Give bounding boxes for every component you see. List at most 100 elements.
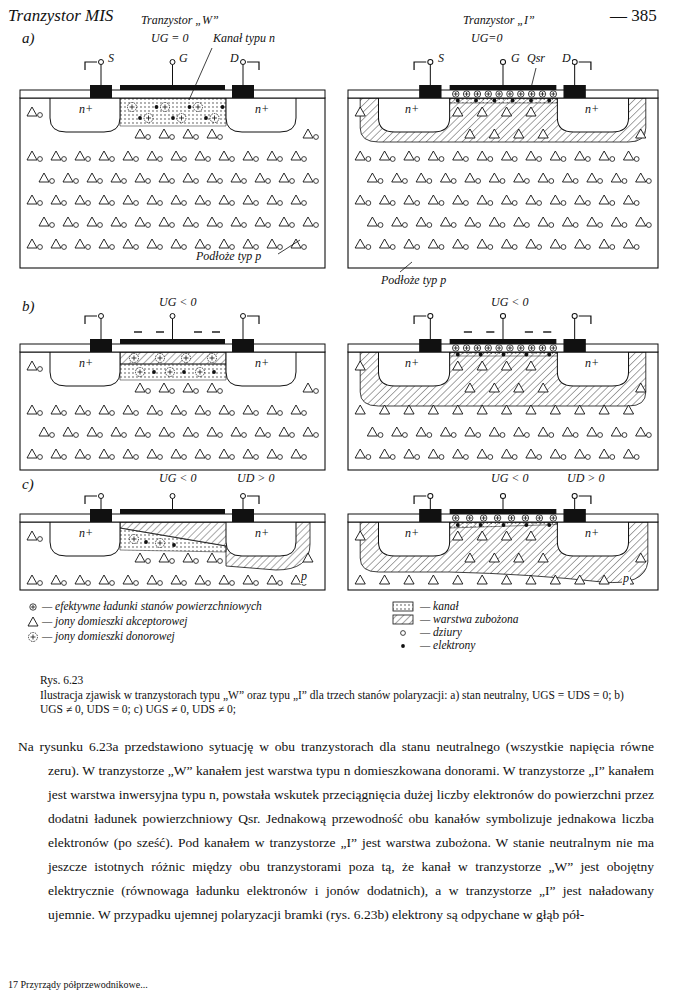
acceptor-ion [207,129,217,138]
acceptor-ion [183,553,193,562]
drain-contact [563,509,585,522]
terminal-wire [502,65,503,86]
acceptor-ion [623,195,633,204]
acceptor-ion [501,151,511,160]
acceptor-ion [428,151,438,160]
hole [366,201,371,206]
n-plus-region [378,98,449,132]
hole [415,455,420,460]
depletion-layer [360,522,648,583]
terminal-hook [414,496,426,504]
acceptor-ion [207,427,217,436]
surface-charge [30,604,36,610]
hole [134,157,139,162]
hole [302,411,307,416]
hole [38,201,43,206]
terminal-hook [247,316,259,324]
acceptor-ion [195,575,205,584]
hole [314,135,319,140]
depletion-layer [360,98,646,142]
acceptor-ion [123,575,133,584]
donor-ion [144,114,153,123]
acceptor-ion [380,151,390,160]
donor-ion [130,535,139,544]
terminal-pin [241,60,246,65]
hole [402,223,407,228]
terminal-wire [101,319,102,340]
acceptor-ion [453,239,463,248]
diagram-label: Podłoże typ p [380,274,447,288]
terminal-wire [101,499,102,510]
legend-text: — dziury [420,626,462,639]
acceptor-ion [550,151,560,160]
plus-sign [184,356,189,361]
surface-charge [463,345,470,351]
hole [634,455,639,460]
terminal-hook [247,62,259,70]
hole [366,157,371,162]
surface-charge [463,91,470,97]
terminal-pin [572,314,577,319]
acceptor-ion [636,427,646,436]
donor-ion [156,539,165,548]
hole [537,245,542,250]
hole [62,411,67,416]
n-plus-region [226,352,296,386]
hole [146,179,151,184]
leader-line [278,240,300,254]
hole [314,223,319,228]
diagram-label: UG=0 [470,32,503,46]
footer-text: 17 Przyrządy półprzewodnikowe... [8,979,148,991]
hole [230,455,235,460]
diagram-label: n+ [254,357,270,371]
acceptor-ion [355,449,365,458]
electron [171,116,175,120]
plus-sign [31,605,35,609]
minus-sign [134,331,142,332]
acceptor-ion [63,173,73,182]
hole [314,179,319,184]
hole [194,179,199,184]
surface-charge [485,345,492,351]
acceptor-ion [303,129,313,138]
surface-charge [550,91,557,97]
acceptor-ion [477,449,487,458]
n-plus-region [226,522,296,556]
plus-sign [497,92,501,96]
plus-sign [475,92,479,96]
acceptor-ion [465,173,475,182]
acceptor-ion [147,405,157,414]
hole [194,389,199,394]
plus-sign [497,346,501,350]
acceptor-ion [575,195,585,204]
channel [450,352,558,356]
terminal-hook [579,62,591,70]
surface-charge [550,345,557,351]
acceptor-ion [404,449,414,458]
channel [120,528,226,552]
acceptor-ion [428,575,438,584]
acceptor-ion [477,151,487,160]
acceptor-ion [575,151,585,160]
plus-sign [530,346,534,350]
acceptor-ion [526,195,536,204]
hole [390,455,395,460]
substrate [348,352,658,470]
acceptor-ion [355,361,365,370]
acceptor-ion [599,239,609,248]
acceptor-ion [123,151,133,160]
hole [182,455,187,460]
hole [561,245,566,250]
plus-sign [496,516,500,520]
acceptor-ion [465,129,475,138]
acceptor-ion [428,239,438,248]
terminal-wire [574,65,575,86]
acceptor-ion [183,217,193,226]
n-plus-region [50,98,120,132]
surface-charge [496,91,503,97]
plus-sign [163,105,168,110]
terminal-wire [502,319,503,340]
acceptor-ion [428,449,438,458]
acceptor-ion [219,405,229,414]
terminal-pin [99,60,104,65]
